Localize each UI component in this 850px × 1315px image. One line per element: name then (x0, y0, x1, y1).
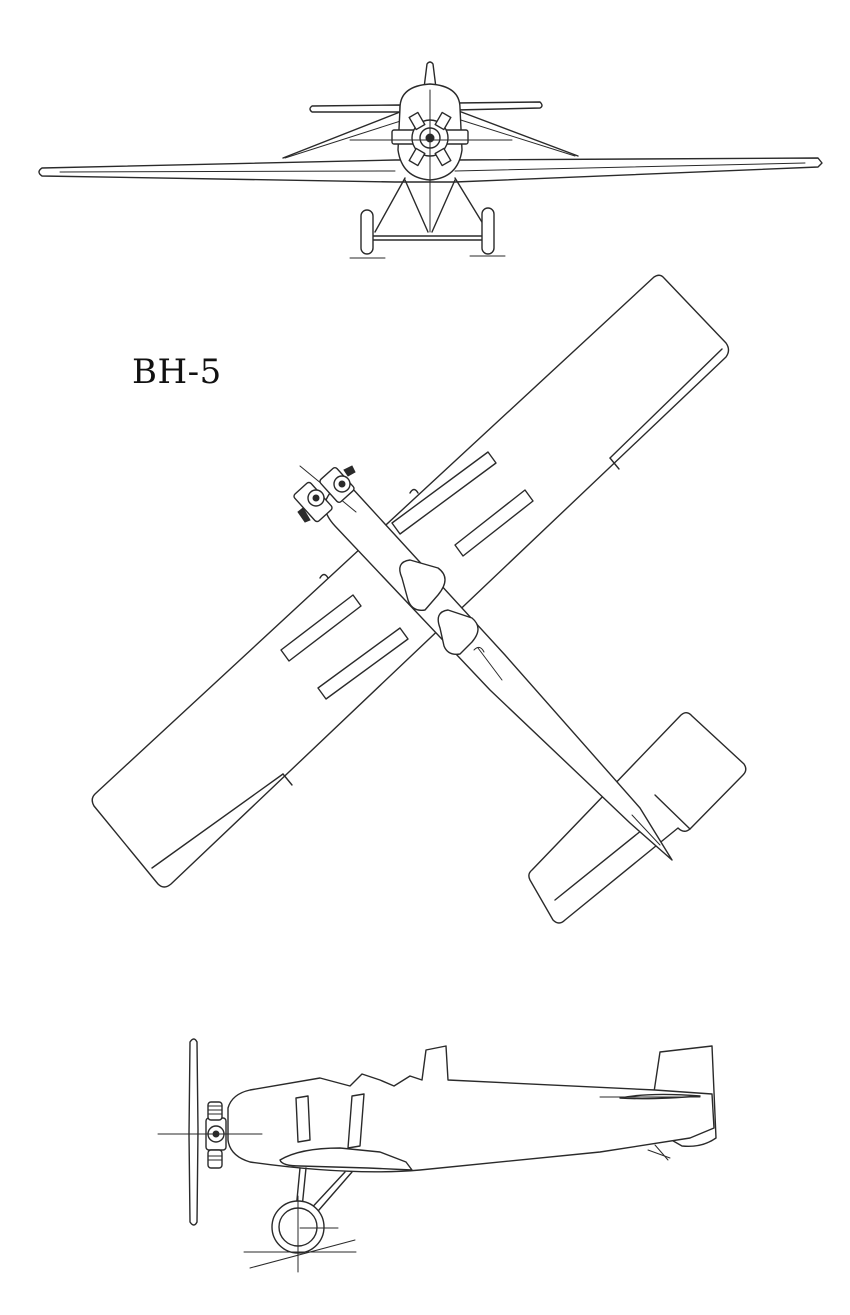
front-main-wing (38, 157, 823, 183)
side-view (157, 1038, 717, 1273)
side-propeller (188, 1038, 199, 1226)
front-view (38, 61, 823, 259)
side-landing-gear (243, 1167, 357, 1273)
front-tailplane (309, 104, 401, 113)
front-fin (423, 61, 437, 89)
side-engine (205, 1101, 227, 1169)
side-wing (279, 1147, 413, 1171)
front-engine (349, 89, 513, 233)
plan-engine (293, 465, 357, 523)
front-landing-gear (349, 177, 506, 259)
top-view (91, 274, 747, 924)
aircraft-designation: BH-5 (132, 352, 222, 392)
